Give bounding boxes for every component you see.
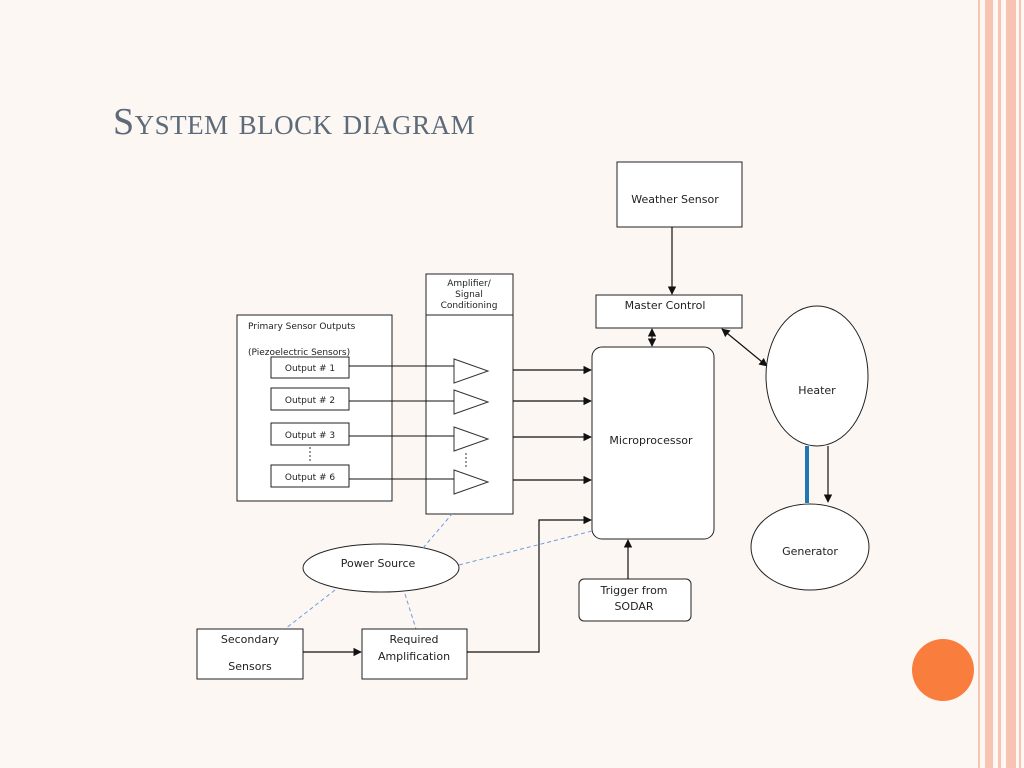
power-link (458, 530, 593, 566)
amplifier-label-line1: Amplifier/ (447, 279, 492, 289)
power-link (422, 513, 453, 549)
arrow-master-heater (721, 328, 768, 367)
accent-circle (912, 639, 974, 701)
amplifier-triangle-icon (453, 469, 490, 495)
output-label: Output # 6 (285, 473, 336, 483)
amplifier-block: Amplifier/ Signal Conditioning (425, 273, 514, 515)
power-source-block: Power Source (302, 543, 460, 593)
power-source-label: Power Source (341, 557, 416, 570)
primary-sensor-outputs-block: Primary Sensor Outputs (Piezoelectric Se… (236, 314, 393, 502)
generator-block: Generator (750, 503, 870, 591)
secondary-sensors-block: Secondary Sensors (196, 628, 304, 680)
weather-sensor-block: Weather Sensor (616, 161, 743, 228)
output-label: Output # 1 (285, 364, 335, 374)
trigger-label-line1: Trigger from (599, 584, 667, 597)
required-amplification-line2: Amplification (378, 650, 450, 663)
weather-sensor-label: Weather Sensor (631, 193, 719, 206)
secondary-sensors-line2: Sensors (228, 660, 272, 673)
decorative-stripe (1006, 0, 1016, 768)
primary-outputs-subtitle: (Piezoelectric Sensors) (248, 348, 350, 358)
master-control-block: Master Control (595, 294, 743, 329)
required-amplification-line1: Required (390, 633, 439, 646)
amplifier-label-line3: Conditioning (441, 301, 498, 311)
output-label: Output # 2 (285, 396, 335, 406)
generator-label: Generator (782, 545, 838, 558)
secondary-sensors-line1: Secondary (221, 633, 280, 646)
amplifier-label-line2: Signal (455, 290, 483, 300)
trigger-block: Trigger from SODAR (578, 578, 692, 622)
heater-label: Heater (798, 384, 836, 397)
amplifier-triangle-icon (453, 358, 490, 384)
decorative-stripe (978, 0, 980, 768)
arrow-amplification-micro (467, 515, 592, 653)
slide-title: System block diagram (113, 101, 476, 143)
decorative-stripe (1019, 0, 1021, 768)
trigger-label-line2: SODAR (614, 600, 653, 613)
heater-block: Heater (765, 305, 869, 447)
amplifier-triangle-icon (453, 426, 490, 452)
microprocessor-label: Microprocessor (609, 434, 693, 447)
decorative-stripe (985, 0, 993, 768)
required-amplification-block: Required Amplification (361, 628, 468, 680)
power-link (404, 593, 417, 630)
amplifier-triangle-icon (453, 389, 490, 415)
power-link (284, 589, 336, 630)
primary-outputs-title: Primary Sensor Outputs (248, 322, 356, 332)
output-label: Output # 3 (285, 431, 335, 441)
master-control-label: Master Control (625, 299, 706, 312)
microprocessor-block: Microprocessor (591, 346, 715, 540)
decorative-stripe (998, 0, 1001, 768)
